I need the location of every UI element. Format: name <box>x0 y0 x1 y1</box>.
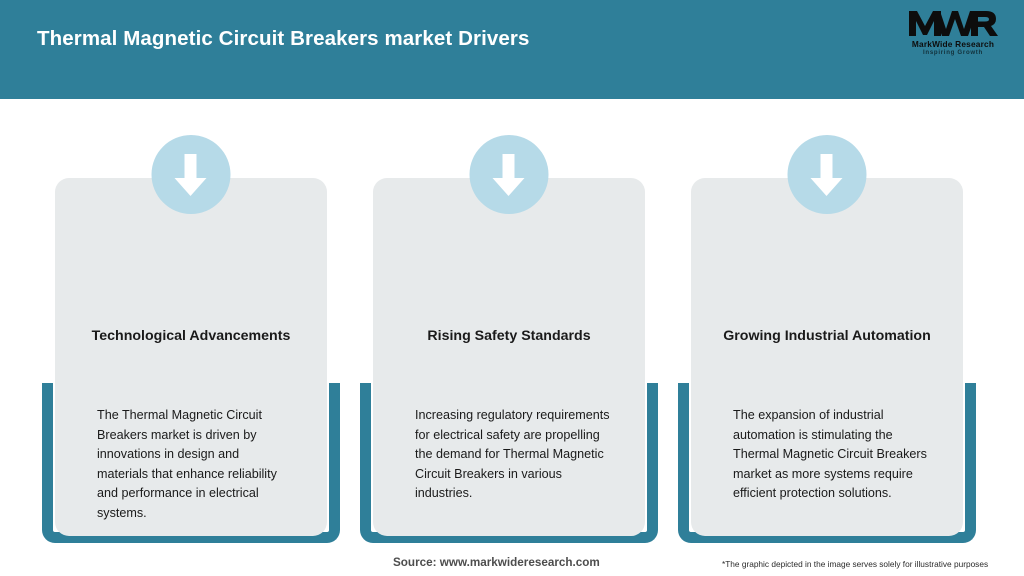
down-arrow-glyph <box>174 153 207 196</box>
markwide-research-logo: MarkWide Research Inspiring Growth <box>898 8 1008 60</box>
driver-card-3: Growing Industrial Automation The expans… <box>669 99 984 549</box>
driver-card-1: Technological Advancements The Thermal M… <box>33 99 348 549</box>
down-arrow-glyph <box>492 153 525 196</box>
card-title: Growing Industrial Automation <box>723 328 931 344</box>
down-arrow-icon <box>151 135 230 214</box>
drivers-card-row: Technological Advancements The Thermal M… <box>0 99 1024 576</box>
card-panel: Growing Industrial Automation The expans… <box>691 178 963 536</box>
logo-tagline: Inspiring Growth <box>923 49 983 56</box>
card-panel: Technological Advancements The Thermal M… <box>55 178 327 536</box>
page-header: Thermal Magnetic Circuit Breakers market… <box>0 0 1024 99</box>
logo-company-name: MarkWide Research <box>911 39 995 49</box>
down-arrow-glyph <box>810 153 843 196</box>
card-title: Rising Safety Standards <box>427 328 591 344</box>
page-title: Thermal Magnetic Circuit Breakers market… <box>37 27 530 50</box>
card-frame-accent <box>360 383 658 543</box>
card-frame-accent <box>678 383 976 543</box>
card-body-text: The Thermal Magnetic Circuit Breakers ma… <box>97 408 277 520</box>
down-arrow-icon <box>469 135 548 214</box>
card-title: Technological Advancements <box>91 328 291 344</box>
card-panel: Rising Safety Standards Increasing regul… <box>373 178 645 536</box>
card-body-text: The expansion of industrial automation i… <box>733 408 927 500</box>
mwr-logo-icon <box>909 11 998 36</box>
card-body-text: Increasing regulatory requirements for e… <box>415 408 610 500</box>
card-frame-accent <box>42 383 340 543</box>
disclaimer-note: *The graphic depicted in the image serve… <box>722 559 989 569</box>
source-label: Source: www.markwideresearch.com <box>393 556 600 569</box>
driver-card-2: Rising Safety Standards Increasing regul… <box>351 99 666 549</box>
down-arrow-icon <box>787 135 866 214</box>
